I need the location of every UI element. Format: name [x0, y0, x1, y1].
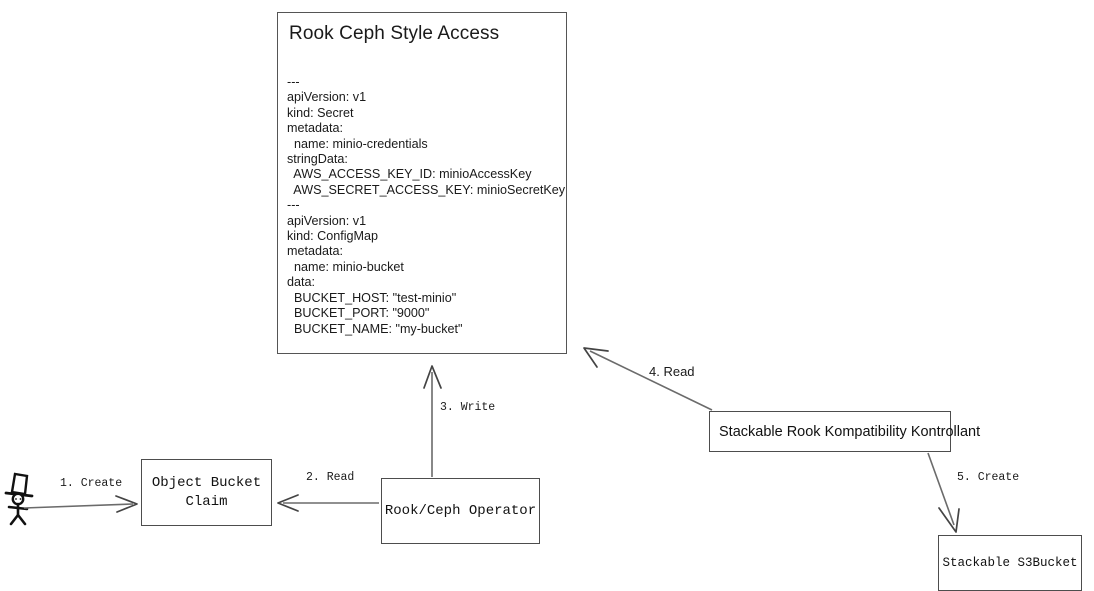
edge-label-2-read: 2. Read [306, 471, 355, 484]
edge-label-5-create: 5. Create [957, 471, 1020, 484]
arrow-2-read [277, 494, 379, 512]
node-label: Rook/Ceph Operator [384, 503, 537, 519]
arrow-5-create [927, 452, 960, 533]
yaml-manifest-text: --- apiVersion: v1 kind: Secret metadata… [287, 75, 566, 336]
edge-label-4-read: 4. Read [649, 364, 695, 379]
node-label: Stackable S3Bucket [942, 556, 1078, 570]
node-object-bucket-claim[interactable]: Object Bucket Claim [141, 459, 272, 526]
node-label: Stackable Rook Kompatibility Kontrollant [719, 423, 981, 440]
node-stackable-s3bucket[interactable]: Stackable S3Bucket [938, 535, 1082, 591]
edge-label-1-create: 1. Create [60, 477, 123, 490]
card-title: Rook Ceph Style Access [289, 23, 500, 44]
edge-label-3-write: 3. Write [440, 401, 496, 414]
rook-ceph-style-access-card[interactable]: Rook Ceph Style Access --- apiVersion: v… [277, 12, 567, 354]
node-stackable-rook-kompatibility-kontrollant[interactable]: Stackable Rook Kompatibility Kontrollant [709, 411, 980, 452]
node-label: Object Bucket Claim [151, 474, 262, 510]
arrow-1-create [23, 495, 138, 513]
actor-stick-figure-icon [4, 472, 34, 526]
node-rook-ceph-operator[interactable]: Rook/Ceph Operator [381, 478, 540, 544]
arrow-4-read [583, 347, 713, 411]
arrow-3-write [423, 365, 442, 477]
